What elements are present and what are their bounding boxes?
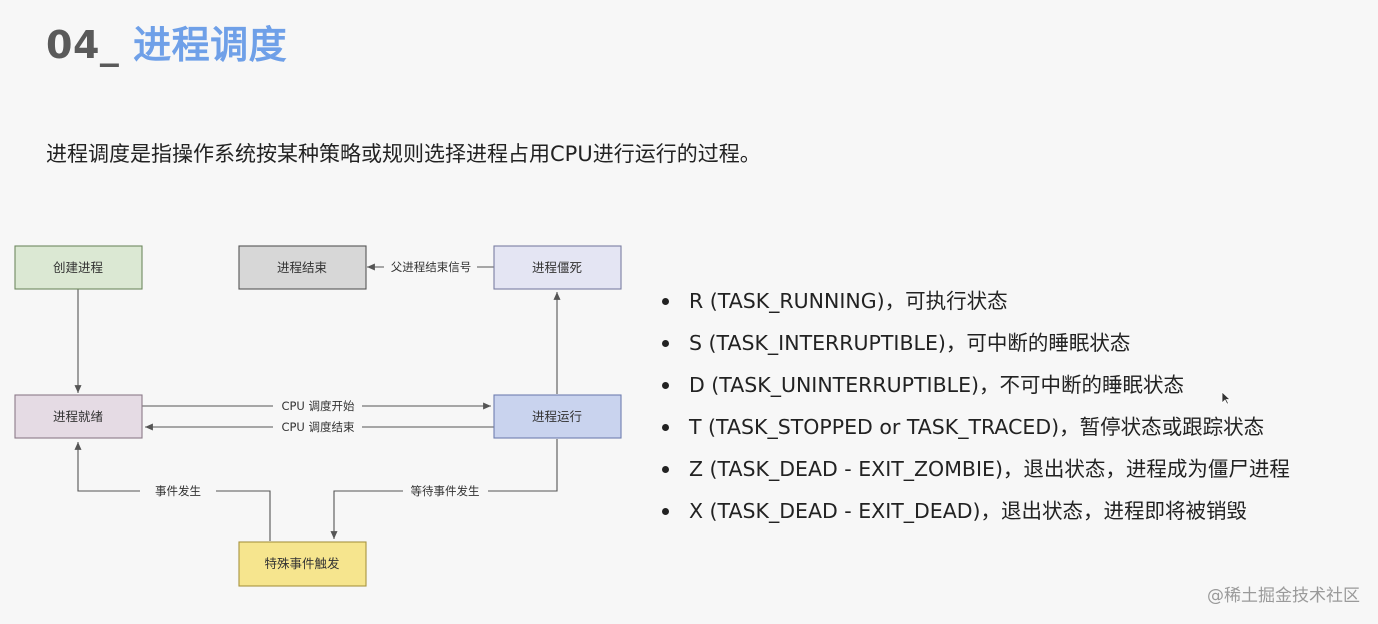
edge-special-to-ready-arrow — [74, 442, 140, 492]
bullet-icon — [662, 297, 669, 305]
node-end-box — [238, 245, 367, 290]
node-special-label: 特殊事件触发 — [264, 556, 340, 571]
edge-label-wait-event: 等待事件发生 — [411, 484, 480, 498]
edge-running-to-special-arrow — [330, 490, 403, 539]
bullet-icon — [662, 423, 669, 431]
node-zombie-box — [493, 245, 622, 290]
state-text: S (TASK_INTERRUPTIBLE)，可中断的睡眠状态 — [689, 331, 1131, 355]
state-item-t: T (TASK_STOPPED or TASK_TRACED)，暂停状态或跟踪状… — [662, 406, 1290, 448]
state-text: X (TASK_DEAD - EXIT_DEAD)，退出状态，进程即将被销毁 — [689, 499, 1248, 523]
process-state-diagram: 父进程结束信号 CPU 调度开始 CPU 调度结束 事件发生 等待事件发生 创建… — [14, 245, 622, 587]
state-item-x: X (TASK_DEAD - EXIT_DEAD)，退出状态，进程即将被销毁 — [662, 490, 1290, 532]
node-process-end: 进程结束 — [238, 245, 367, 290]
node-special-box — [238, 541, 367, 587]
edge-label-parent-signal: 父进程结束信号 — [391, 260, 472, 274]
state-item-d: D (TASK_UNINTERRUPTIBLE)，不可中断的睡眠状态 — [662, 364, 1290, 406]
bullet-icon — [662, 381, 669, 389]
state-text: R (TASK_RUNNING)，可执行状态 — [689, 289, 1008, 313]
state-text: Z (TASK_DEAD - EXIT_ZOMBIE)，退出状态，进程成为僵尸进… — [689, 457, 1290, 481]
node-process-ready: 进程就绪 — [14, 394, 143, 439]
node-process-zombie: 进程僵死 — [493, 245, 622, 290]
node-process-running: 进程运行 — [493, 394, 622, 439]
watermark: @稀土掘金技术社区 — [1207, 586, 1360, 606]
node-zombie-label: 进程僵死 — [532, 260, 582, 275]
bullet-icon — [662, 339, 669, 347]
node-create-box — [14, 245, 143, 290]
edge-special-to-ready — [216, 490, 271, 541]
section-title: 进程调度 — [133, 23, 288, 67]
edge-label-cpu-end: CPU 调度结束 — [281, 420, 355, 434]
node-ready-box — [14, 394, 143, 439]
node-running-label: 进程运行 — [532, 409, 582, 424]
state-list: R (TASK_RUNNING)，可执行状态 S (TASK_INTERRUPT… — [662, 280, 1290, 532]
state-item-r: R (TASK_RUNNING)，可执行状态 — [662, 280, 1290, 322]
edge-label-event-occurs: 事件发生 — [155, 484, 201, 498]
node-special-event: 特殊事件触发 — [238, 541, 367, 587]
state-item-z: Z (TASK_DEAD - EXIT_ZOMBIE)，退出状态，进程成为僵尸进… — [662, 448, 1290, 490]
state-text: D (TASK_UNINTERRUPTIBLE)，不可中断的睡眠状态 — [689, 373, 1185, 397]
state-text: T (TASK_STOPPED or TASK_TRACED)，暂停状态或跟踪状… — [689, 415, 1265, 439]
slide-title: 04_ 进程调度 — [46, 14, 287, 69]
node-ready-label: 进程就绪 — [53, 409, 103, 424]
node-running-box — [493, 394, 622, 439]
state-item-s: S (TASK_INTERRUPTIBLE)，可中断的睡眠状态 — [662, 322, 1290, 364]
edge-running-to-special — [488, 439, 558, 492]
node-end-label: 进程结束 — [277, 260, 328, 275]
mouse-cursor-icon — [1221, 391, 1231, 405]
section-number: 04_ — [46, 23, 120, 67]
edge-label-cpu-start: CPU 调度开始 — [281, 399, 355, 413]
node-create-process: 创建进程 — [14, 245, 143, 290]
description-text: 进程调度是指操作系统按某种策略或规则选择进程占用CPU进行运行的过程。 — [46, 142, 761, 166]
bullet-icon — [662, 465, 669, 473]
bullet-icon — [662, 507, 669, 515]
node-create-label: 创建进程 — [53, 260, 104, 275]
